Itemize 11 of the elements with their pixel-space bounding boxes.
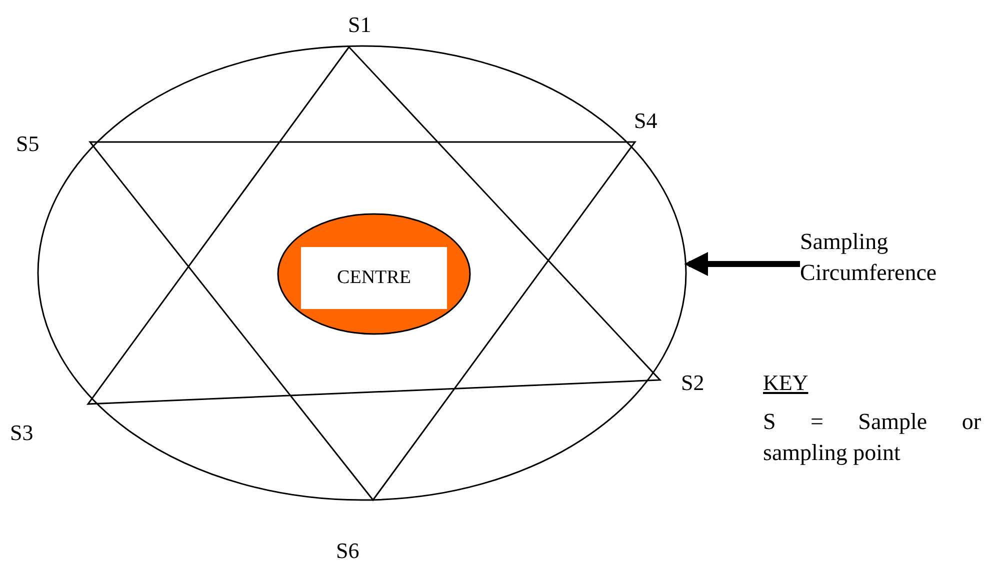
circumference-label: Sampling Circumference: [800, 226, 995, 292]
key-text: S = Sample or sampling point: [763, 408, 981, 467]
arrow: [684, 252, 800, 276]
key-heading: KEY: [763, 370, 808, 396]
point-label: S6: [336, 538, 360, 562]
point-label: S1: [348, 12, 372, 38]
point-label: S2: [681, 370, 704, 396]
point-label: S3: [10, 420, 34, 446]
point-label: S5: [16, 131, 40, 157]
point-label: S4: [634, 108, 658, 134]
centre-label: CENTRE: [301, 247, 447, 309]
